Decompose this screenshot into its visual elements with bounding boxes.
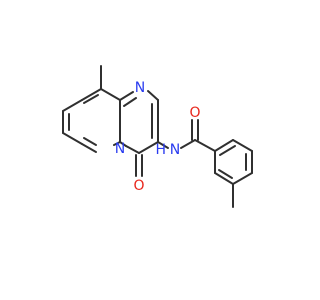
bond-py-2 (62, 99, 83, 112)
bond-n-c-amide (180, 139, 196, 149)
atom-labels: N N O N H O (115, 80, 201, 194)
bond-pm-4 (138, 141, 159, 154)
bond-py-1-double (83, 94, 99, 104)
bond-bz-5 (214, 172, 234, 185)
bond-py-4 (62, 132, 83, 145)
atom-n-bridgehead: N (115, 141, 125, 157)
atom-o-ring-carbonyl: O (133, 178, 144, 194)
bond-pm-1-double (123, 97, 137, 107)
atom-o-amide: O (189, 105, 200, 121)
atom-n-ring-top: N (135, 80, 145, 96)
bond-pm-1 (119, 91, 134, 101)
bond-py-5 (81, 143, 97, 153)
molecule-structure: N N O N H O (62, 65, 253, 208)
bond-py-5-double (83, 137, 97, 146)
bond-pm-2 (147, 90, 159, 101)
bond-pm-5 (125, 145, 140, 154)
bond-bz-4 (232, 172, 253, 185)
bond-py-1 (81, 88, 102, 101)
bond-bz-2 (232, 139, 253, 152)
atom-h-amide: H (155, 142, 166, 158)
bond-fusion-to-nbridge (113, 141, 121, 146)
atom-n-amide: N (170, 142, 180, 158)
bond-bz-5-double (218, 169, 233, 179)
bond-bz-1 (214, 139, 234, 152)
bond-py-6 (100, 88, 121, 101)
bond-amide-to-ring (194, 139, 216, 152)
bonds (62, 65, 253, 208)
bond-nbridge-right (119, 141, 127, 147)
bond-c-n-amide (157, 141, 169, 149)
bond-bz-1-double (219, 145, 236, 156)
